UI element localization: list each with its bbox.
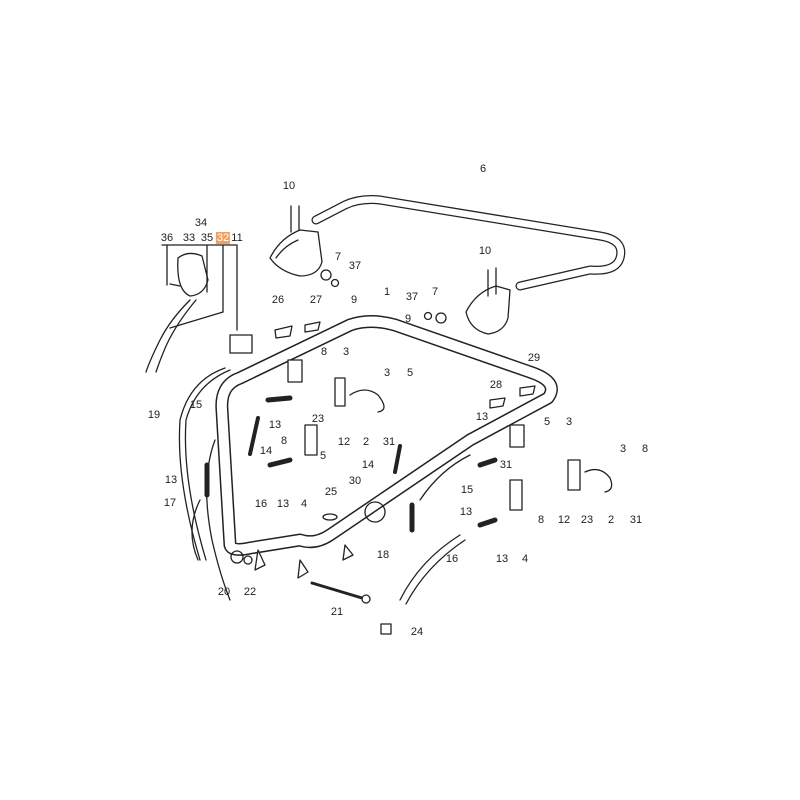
left-hinge-bracket xyxy=(269,205,340,288)
part-label-5c: 5 xyxy=(319,450,327,462)
part-label-7b: 7 xyxy=(431,286,439,298)
part-label-8a: 8 xyxy=(320,346,328,358)
part-label-20: 20 xyxy=(217,586,231,598)
part-label-14a: 14 xyxy=(259,445,273,457)
part-label-2b: 2 xyxy=(607,514,615,526)
part-label-36: 36 xyxy=(160,232,174,244)
part-label-3a: 3 xyxy=(342,346,350,358)
part-label-15a: 15 xyxy=(189,399,203,411)
part-label-4b: 4 xyxy=(521,553,529,565)
part-label-3d: 3 xyxy=(619,443,627,455)
part-label-7a: 7 xyxy=(334,251,342,263)
right-hinge-bracket xyxy=(423,267,511,335)
main-frame xyxy=(215,315,558,579)
part-label-13e: 13 xyxy=(459,506,473,518)
part-label-32: 32 xyxy=(215,232,231,244)
part-label-35: 35 xyxy=(200,232,214,244)
part-label-14b: 14 xyxy=(361,459,375,471)
part-label-33: 33 xyxy=(182,232,196,244)
part-label-31c: 31 xyxy=(629,514,643,526)
part-label-9a: 9 xyxy=(350,294,358,306)
part-label-21: 21 xyxy=(330,606,344,618)
part-label-22: 22 xyxy=(243,586,257,598)
part-label-8d: 8 xyxy=(537,514,545,526)
part-label-17: 17 xyxy=(163,497,177,509)
part-label-12a: 12 xyxy=(337,436,351,448)
upper-handlebar xyxy=(311,195,626,291)
part-label-24: 24 xyxy=(410,626,424,638)
part-label-6: 6 xyxy=(479,163,487,175)
part-label-4a: 4 xyxy=(300,498,308,510)
part-label-13d: 13 xyxy=(276,498,290,510)
part-label-37b: 37 xyxy=(405,291,419,303)
part-label-29: 29 xyxy=(527,352,541,364)
part-label-3b: 3 xyxy=(383,367,391,379)
part-label-25: 25 xyxy=(324,486,338,498)
part-label-26: 26 xyxy=(271,294,285,306)
part-label-13b: 13 xyxy=(475,411,489,423)
part-label-9b: 9 xyxy=(404,313,412,325)
part-label-2a: 2 xyxy=(362,436,370,448)
connector-part xyxy=(229,334,253,354)
part-label-37a: 37 xyxy=(348,260,362,272)
part-label-12b: 12 xyxy=(557,514,571,526)
part-label-15b: 15 xyxy=(460,484,474,496)
part-label-1: 1 xyxy=(383,286,391,298)
part-label-34: 34 xyxy=(194,217,208,229)
part-label-30: 30 xyxy=(348,475,362,487)
part-label-13a: 13 xyxy=(268,419,282,431)
part-label-5a: 5 xyxy=(406,367,414,379)
part-label-16a: 16 xyxy=(254,498,268,510)
part-label-19: 19 xyxy=(147,409,161,421)
part-label-11: 11 xyxy=(231,232,243,244)
part-label-8b: 8 xyxy=(280,435,288,447)
part-label-23a: 23 xyxy=(311,413,325,425)
part-label-28: 28 xyxy=(489,379,503,391)
part-label-3c: 3 xyxy=(565,416,573,428)
part-label-31a: 31 xyxy=(382,436,396,448)
part-label-16b: 16 xyxy=(445,553,459,565)
part-label-31b: 31 xyxy=(499,459,513,471)
part-label-10b: 10 xyxy=(478,245,492,257)
cables xyxy=(178,367,471,605)
part-label-27: 27 xyxy=(309,294,323,306)
part-label-18: 18 xyxy=(376,549,390,561)
part-label-10a: 10 xyxy=(282,180,296,192)
part-label-13f: 13 xyxy=(495,553,509,565)
small-parts xyxy=(204,321,613,635)
switch-assembly xyxy=(145,244,238,373)
part-label-8c: 8 xyxy=(641,443,649,455)
part-label-13c: 13 xyxy=(164,474,178,486)
part-label-23b: 23 xyxy=(580,514,594,526)
part-label-5b: 5 xyxy=(543,416,551,428)
